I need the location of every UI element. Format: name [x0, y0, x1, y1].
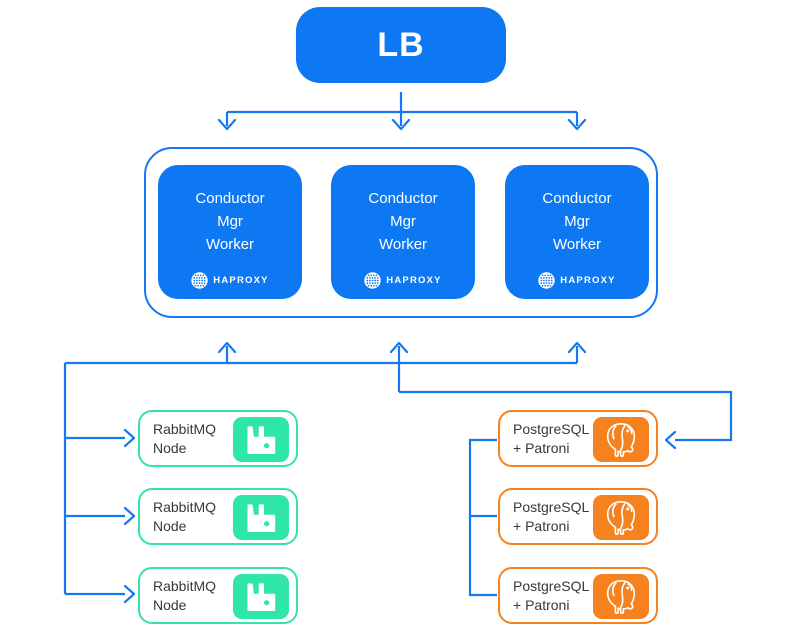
haproxy-sphere-icon [364, 272, 381, 289]
conductor-line: Mgr [217, 213, 243, 230]
postgres-node-label: PostgreSQL + Patroni [513, 577, 589, 614]
rabbitmq-node-1: RabbitMQ Node [138, 410, 298, 467]
rabbitmq-rabbit-icon [233, 495, 289, 540]
arrowhead-up-right [567, 341, 587, 354]
conductor-line: Conductor [542, 190, 612, 207]
rabbitmq-rabbit-icon [233, 574, 289, 619]
conductor-node-3: Conductor Mgr Worker HAPROXY [505, 165, 649, 299]
postgres-node-label: PostgreSQL + Patroni [513, 498, 589, 535]
postgres-node-1: PostgreSQL + Patroni [498, 410, 658, 467]
haproxy-wordmark: HAPROXY [386, 275, 442, 286]
conductor-node-label: Conductor Mgr Worker [331, 187, 475, 256]
node-name: RabbitMQ [153, 421, 217, 437]
postgres-node-label: PostgreSQL + Patroni [513, 420, 589, 457]
node-role: Node [153, 439, 187, 456]
haproxy-wordmark: HAPROXY [560, 275, 616, 286]
node-role: + Patroni [513, 596, 570, 613]
arrowhead-left-pg-1 [664, 430, 677, 450]
conductor-line: Conductor [195, 190, 265, 207]
node-name: PostgreSQL [513, 421, 590, 437]
postgresql-elephant-icon [593, 574, 649, 619]
node-name: PostgreSQL [513, 499, 590, 515]
arrowhead-down-left [217, 118, 237, 131]
haproxy-logo: HAPROXY [505, 272, 649, 289]
node-name: RabbitMQ [153, 578, 217, 594]
haproxy-logo: HAPROXY [158, 272, 302, 289]
haproxy-wordmark: HAPROXY [213, 275, 269, 286]
rabbitmq-node-label: RabbitMQ Node [153, 498, 216, 535]
rabbitmq-node-2: RabbitMQ Node [138, 488, 298, 545]
node-role: Node [153, 596, 187, 613]
lb-node: LB [296, 7, 506, 83]
edge-right-rail [399, 390, 733, 442]
lb-label: LB [377, 25, 425, 64]
haproxy-sphere-icon [538, 272, 555, 289]
postgresql-elephant-icon [593, 417, 649, 462]
arrowhead-down-right [567, 118, 587, 131]
conductor-node-1: Conductor Mgr Worker HAPROXY [158, 165, 302, 299]
conductor-cluster-container: Conductor Mgr Worker HAPROXY Conductor M… [144, 147, 658, 318]
postgresql-elephant-icon [593, 495, 649, 540]
node-name: RabbitMQ [153, 499, 217, 515]
conductor-line: Mgr [564, 213, 590, 230]
haproxy-logo: HAPROXY [331, 272, 475, 289]
postgres-node-2: PostgreSQL + Patroni [498, 488, 658, 545]
arrowhead-up-middle [389, 341, 409, 354]
arrowhead-right-rmq-2 [123, 506, 136, 526]
rabbitmq-rabbit-icon [233, 417, 289, 462]
conductor-line: Worker [552, 236, 602, 253]
conductor-line: Conductor [368, 190, 438, 207]
node-name: PostgreSQL [513, 578, 590, 594]
postgres-node-3: PostgreSQL + Patroni [498, 567, 658, 624]
conductor-line: Worker [205, 236, 255, 253]
haproxy-sphere-icon [191, 272, 208, 289]
arrowhead-right-rmq-1 [123, 428, 136, 448]
conductor-line: Worker [378, 236, 428, 253]
conductor-node-label: Conductor Mgr Worker [505, 187, 649, 256]
arrowhead-up-left [217, 341, 237, 354]
node-role: + Patroni [513, 517, 570, 534]
conductor-node-2: Conductor Mgr Worker HAPROXY [331, 165, 475, 299]
conductor-line: Mgr [390, 213, 416, 230]
edge-pg-connector [468, 438, 497, 597]
node-role: + Patroni [513, 439, 570, 456]
rabbitmq-node-label: RabbitMQ Node [153, 420, 216, 457]
arrowhead-right-rmq-3 [123, 584, 136, 604]
conductor-node-label: Conductor Mgr Worker [158, 187, 302, 256]
arrowhead-down-middle [391, 118, 411, 131]
node-role: Node [153, 517, 187, 534]
rabbitmq-node-label: RabbitMQ Node [153, 577, 216, 614]
rabbitmq-node-3: RabbitMQ Node [138, 567, 298, 624]
